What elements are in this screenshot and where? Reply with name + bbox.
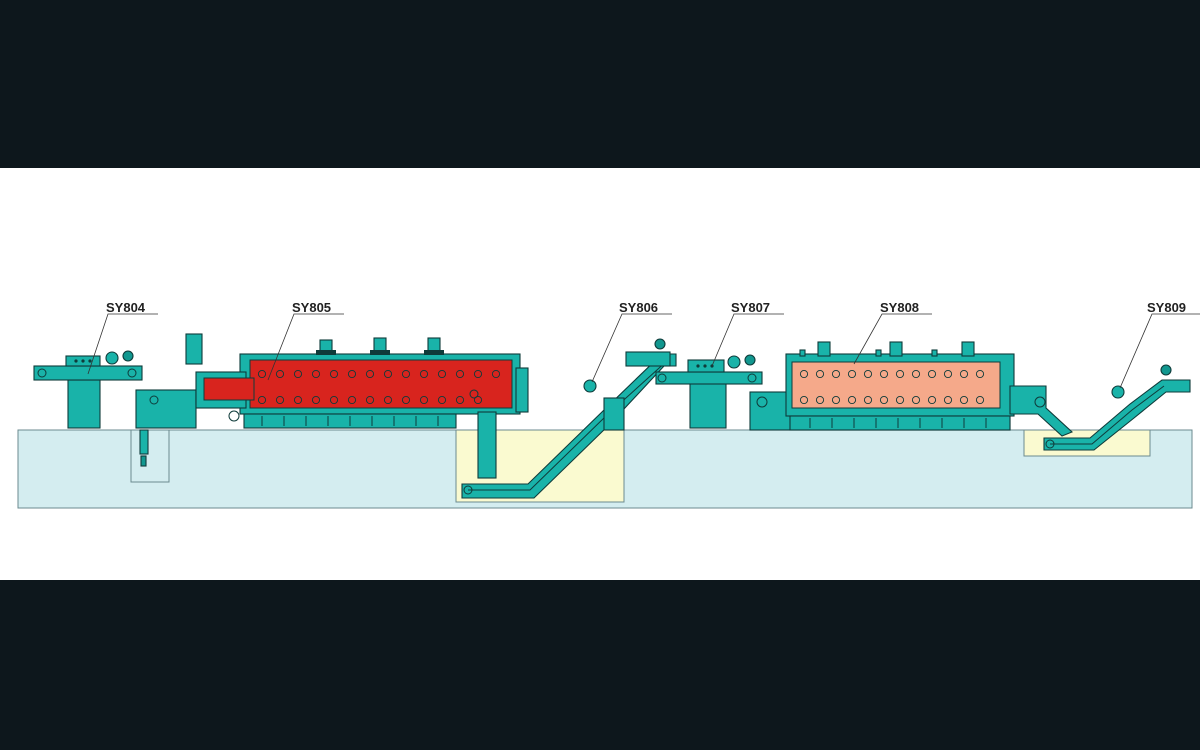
machine-sy807 <box>655 354 763 429</box>
diagram-canvas: SY804 SY805 SY806 SY807 SY808 SY809 <box>0 168 1200 580</box>
furnace-chamber-hot <box>249 359 513 409</box>
machine-sy806 <box>461 338 677 499</box>
machine-sy809 <box>1043 364 1191 451</box>
label-sy804: SY804 <box>106 300 146 315</box>
label-sy808: SY808 <box>880 300 919 315</box>
label-sy805: SY805 <box>292 300 331 315</box>
machine-sy805 <box>185 333 529 479</box>
label-sy807: SY807 <box>731 300 770 315</box>
machine-sy808 <box>749 341 1074 437</box>
top-letterbox-bar <box>0 0 1200 168</box>
label-sy809: SY809 <box>1147 300 1186 315</box>
machine-sy804 <box>33 350 197 467</box>
label-sy806: SY806 <box>619 300 658 315</box>
bottom-letterbox-bar <box>0 580 1200 750</box>
production-line-diagram: SY804 SY805 SY806 SY807 SY808 SY809 <box>17 300 1200 509</box>
feed-pit-sy804 <box>130 429 170 483</box>
